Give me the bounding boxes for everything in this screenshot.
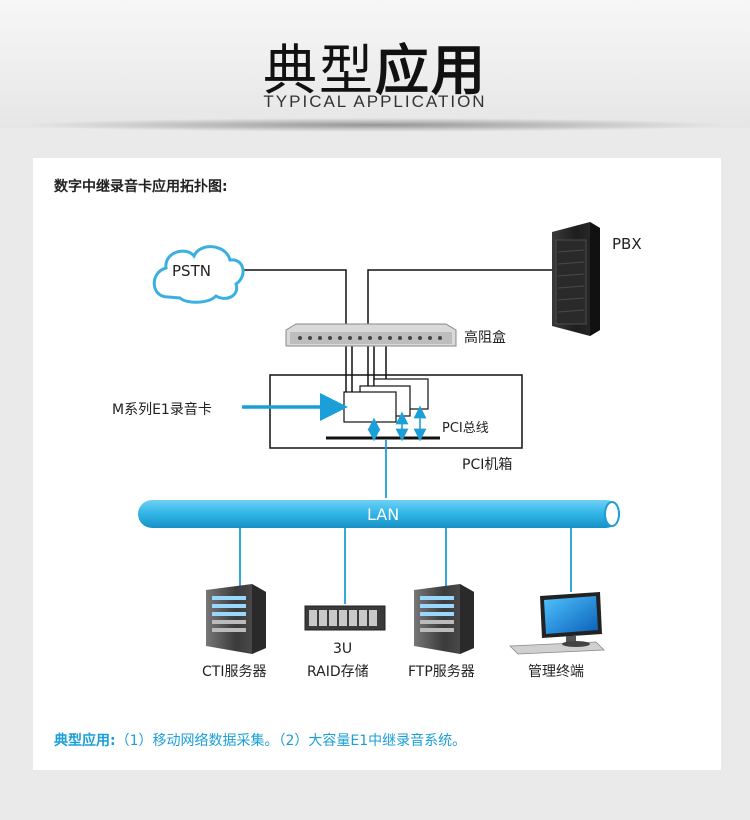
pci-bus-label: PCI总线 <box>442 421 489 436</box>
raid-storage-label-line1: 3U <box>333 641 353 657</box>
page-subtitle: TYPICAL APPLICATION <box>263 92 487 111</box>
header-shadow <box>20 118 730 132</box>
diagram-panel <box>33 158 721 770</box>
pstn-label: PSTN <box>172 262 211 280</box>
high-impedance-box-icon <box>285 323 457 347</box>
lan-drop-lines <box>239 528 572 604</box>
ftp-server-icon <box>414 584 474 654</box>
pci-chassis-frame <box>269 374 523 449</box>
page-title-part1: 典型 <box>263 39 375 102</box>
page-title: 典型应用 <box>0 26 750 105</box>
recording-cards <box>343 378 429 423</box>
page-header <box>0 0 750 128</box>
lan-label: LAN <box>367 505 400 524</box>
cti-server-label: CTI服务器 <box>202 664 267 680</box>
ftp-server-label: FTP服务器 <box>408 664 475 680</box>
raid-storage-label-line2: RAID存储 <box>307 664 369 680</box>
management-terminal-label: 管理终端 <box>528 664 584 680</box>
recording-card-label: M系列E1录音卡 <box>112 402 212 418</box>
pstn-cloud-icon <box>152 245 245 304</box>
pbx-to-box-line <box>367 269 555 386</box>
pci-bus-arrows <box>367 405 427 442</box>
pbx-rack-icon <box>552 222 600 336</box>
high-impedance-box-label: 高阻盒 <box>464 330 506 346</box>
diagram-heading: 数字中继录音卡应用拓扑图: <box>54 179 228 195</box>
card-front <box>343 391 397 423</box>
footer-text: （1）移动网络数据采集。（2）大容量E1中继录音系统。 <box>115 733 467 749</box>
page-title-part2: 应用 <box>375 39 487 102</box>
typical-application-footer: 典型应用:（1）移动网络数据采集。（2）大容量E1中继录音系统。 <box>54 730 466 750</box>
raid-storage-icon <box>304 605 386 631</box>
pbx-label: PBX <box>612 235 642 253</box>
management-terminal-icon <box>509 592 605 655</box>
footer-title: 典型应用: <box>54 733 116 749</box>
cti-server-icon <box>206 584 266 654</box>
pstn-to-box-line <box>240 269 347 392</box>
lan-pipe <box>138 500 620 528</box>
pci-chassis-label: PCI机箱 <box>462 457 513 473</box>
